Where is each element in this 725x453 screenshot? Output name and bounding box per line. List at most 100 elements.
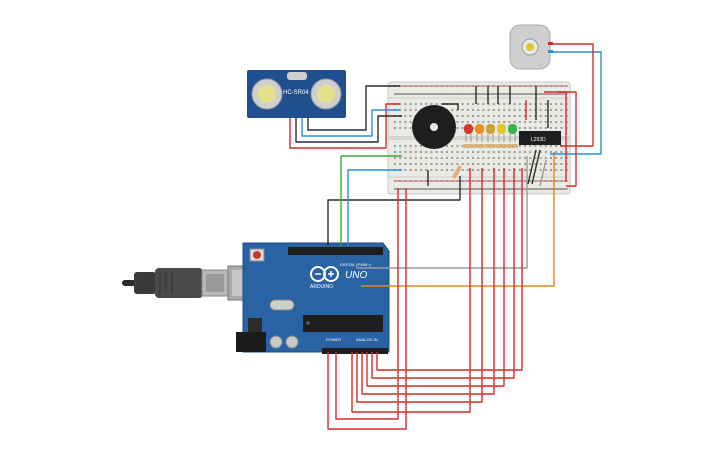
breadboard-hole bbox=[477, 180, 480, 182]
breadboard-hole bbox=[414, 93, 417, 95]
breadboard-hole bbox=[482, 151, 485, 153]
breadboard-hole bbox=[409, 103, 412, 105]
breadboard-hole bbox=[456, 180, 459, 182]
breadboard-hole bbox=[399, 103, 402, 105]
breadboard-hole bbox=[539, 121, 542, 123]
breadboard-hole bbox=[487, 163, 490, 165]
breadboard-hole bbox=[446, 151, 448, 153]
led-red bbox=[464, 124, 473, 142]
breadboard-hole bbox=[550, 157, 552, 159]
breadboard-hole bbox=[414, 157, 417, 159]
led-green bbox=[508, 124, 517, 142]
breadboard-hole bbox=[539, 157, 542, 159]
breadboard-hole bbox=[456, 85, 459, 87]
breadboard-hole bbox=[529, 127, 532, 129]
breadboard-hole bbox=[430, 163, 433, 165]
breadboard-hole bbox=[518, 115, 521, 117]
breadboard-hole bbox=[524, 145, 526, 147]
breadboard-hole bbox=[420, 169, 422, 171]
breadboard-hole bbox=[472, 180, 474, 182]
breadboard-hole bbox=[399, 180, 402, 182]
breadboard-hole bbox=[560, 169, 563, 171]
breadboard-hole bbox=[440, 151, 443, 153]
breadboard-hole bbox=[461, 121, 464, 123]
breadboard-hole bbox=[524, 115, 526, 117]
breadboard-hole bbox=[550, 93, 552, 95]
breadboard-hole bbox=[513, 103, 516, 105]
breadboard-hole bbox=[503, 151, 506, 153]
breadboard-hole bbox=[461, 151, 464, 153]
breadboard-hole bbox=[498, 169, 500, 171]
breadboard-hole bbox=[544, 93, 547, 95]
breadboard-hole bbox=[482, 103, 485, 105]
breadboard-hole bbox=[472, 151, 474, 153]
breadboard-hole bbox=[544, 109, 547, 111]
breadboard-hole bbox=[508, 109, 511, 111]
breadboard-hole bbox=[492, 109, 495, 111]
breadboard-hole bbox=[456, 188, 459, 190]
breadboard-hole bbox=[451, 157, 454, 159]
breadboard-hole bbox=[565, 188, 568, 190]
breadboard-hole bbox=[420, 103, 422, 105]
breadboard-hole bbox=[404, 115, 407, 117]
breadboard-hole bbox=[560, 188, 563, 190]
breadboard-hole bbox=[425, 85, 428, 87]
breadboard-hole bbox=[544, 145, 547, 147]
sensor-label: HC-SR04 bbox=[283, 90, 309, 96]
breadboard-hole bbox=[404, 85, 407, 87]
breadboard-hole bbox=[550, 169, 552, 171]
breadboard-hole bbox=[518, 93, 521, 95]
analog-header bbox=[352, 348, 388, 354]
breadboard-hole bbox=[461, 85, 464, 87]
breadboard-hole bbox=[404, 157, 407, 159]
wire-sensor-gnd bbox=[289, 103, 400, 149]
breadboard-hole bbox=[414, 169, 417, 171]
breadboard-hole bbox=[466, 169, 469, 171]
breadboard-hole bbox=[550, 103, 552, 105]
breadboard-hole bbox=[544, 163, 547, 165]
breadboard-hole bbox=[487, 157, 490, 159]
breadboard-hole bbox=[529, 151, 532, 153]
breadboard-hole bbox=[466, 163, 469, 165]
breadboard-hole bbox=[534, 145, 537, 147]
breadboard-hole bbox=[529, 109, 532, 111]
breadboard-hole bbox=[539, 169, 542, 171]
breadboard-hole bbox=[466, 109, 469, 111]
breadboard-hole bbox=[560, 115, 563, 117]
breadboard-hole bbox=[534, 180, 537, 182]
breadboard-hole bbox=[466, 85, 469, 87]
breadboard-hole bbox=[487, 188, 490, 190]
breadboard-hole bbox=[435, 163, 438, 165]
breadboard-hole bbox=[539, 145, 542, 147]
breadboard-hole bbox=[555, 151, 558, 153]
breadboard-hole bbox=[456, 93, 459, 95]
breadboard-hole bbox=[482, 180, 485, 182]
breadboard-hole bbox=[425, 151, 428, 153]
breadboard-hole bbox=[555, 188, 558, 190]
breadboard-hole bbox=[461, 103, 464, 105]
breadboard-hole bbox=[409, 157, 412, 159]
breadboard-hole bbox=[482, 169, 485, 171]
breadboard-hole bbox=[446, 157, 448, 159]
breadboard-hole bbox=[394, 145, 396, 147]
breadboard-hole bbox=[487, 180, 490, 182]
breadboard-hole bbox=[409, 127, 412, 129]
breadboard-hole bbox=[472, 103, 474, 105]
breadboard-hole bbox=[555, 93, 558, 95]
breadboard-hole bbox=[539, 93, 542, 95]
breadboard-hole bbox=[440, 85, 443, 87]
breadboard-hole bbox=[518, 103, 521, 105]
wire-sensor-vcc bbox=[307, 85, 400, 131]
breadboard-hole bbox=[409, 121, 412, 123]
breadboard-hole bbox=[492, 85, 495, 87]
breadboard-hole bbox=[461, 145, 464, 147]
breadboard-hole bbox=[435, 188, 438, 190]
breadboard-hole bbox=[524, 188, 526, 190]
breadboard-hole bbox=[472, 188, 474, 190]
breadboard-hole bbox=[404, 180, 407, 182]
breadboard-hole bbox=[399, 145, 402, 147]
breadboard-hole bbox=[472, 85, 474, 87]
breadboard-hole bbox=[498, 188, 500, 190]
breadboard-hole bbox=[446, 93, 448, 95]
breadboard-hole bbox=[461, 127, 464, 129]
